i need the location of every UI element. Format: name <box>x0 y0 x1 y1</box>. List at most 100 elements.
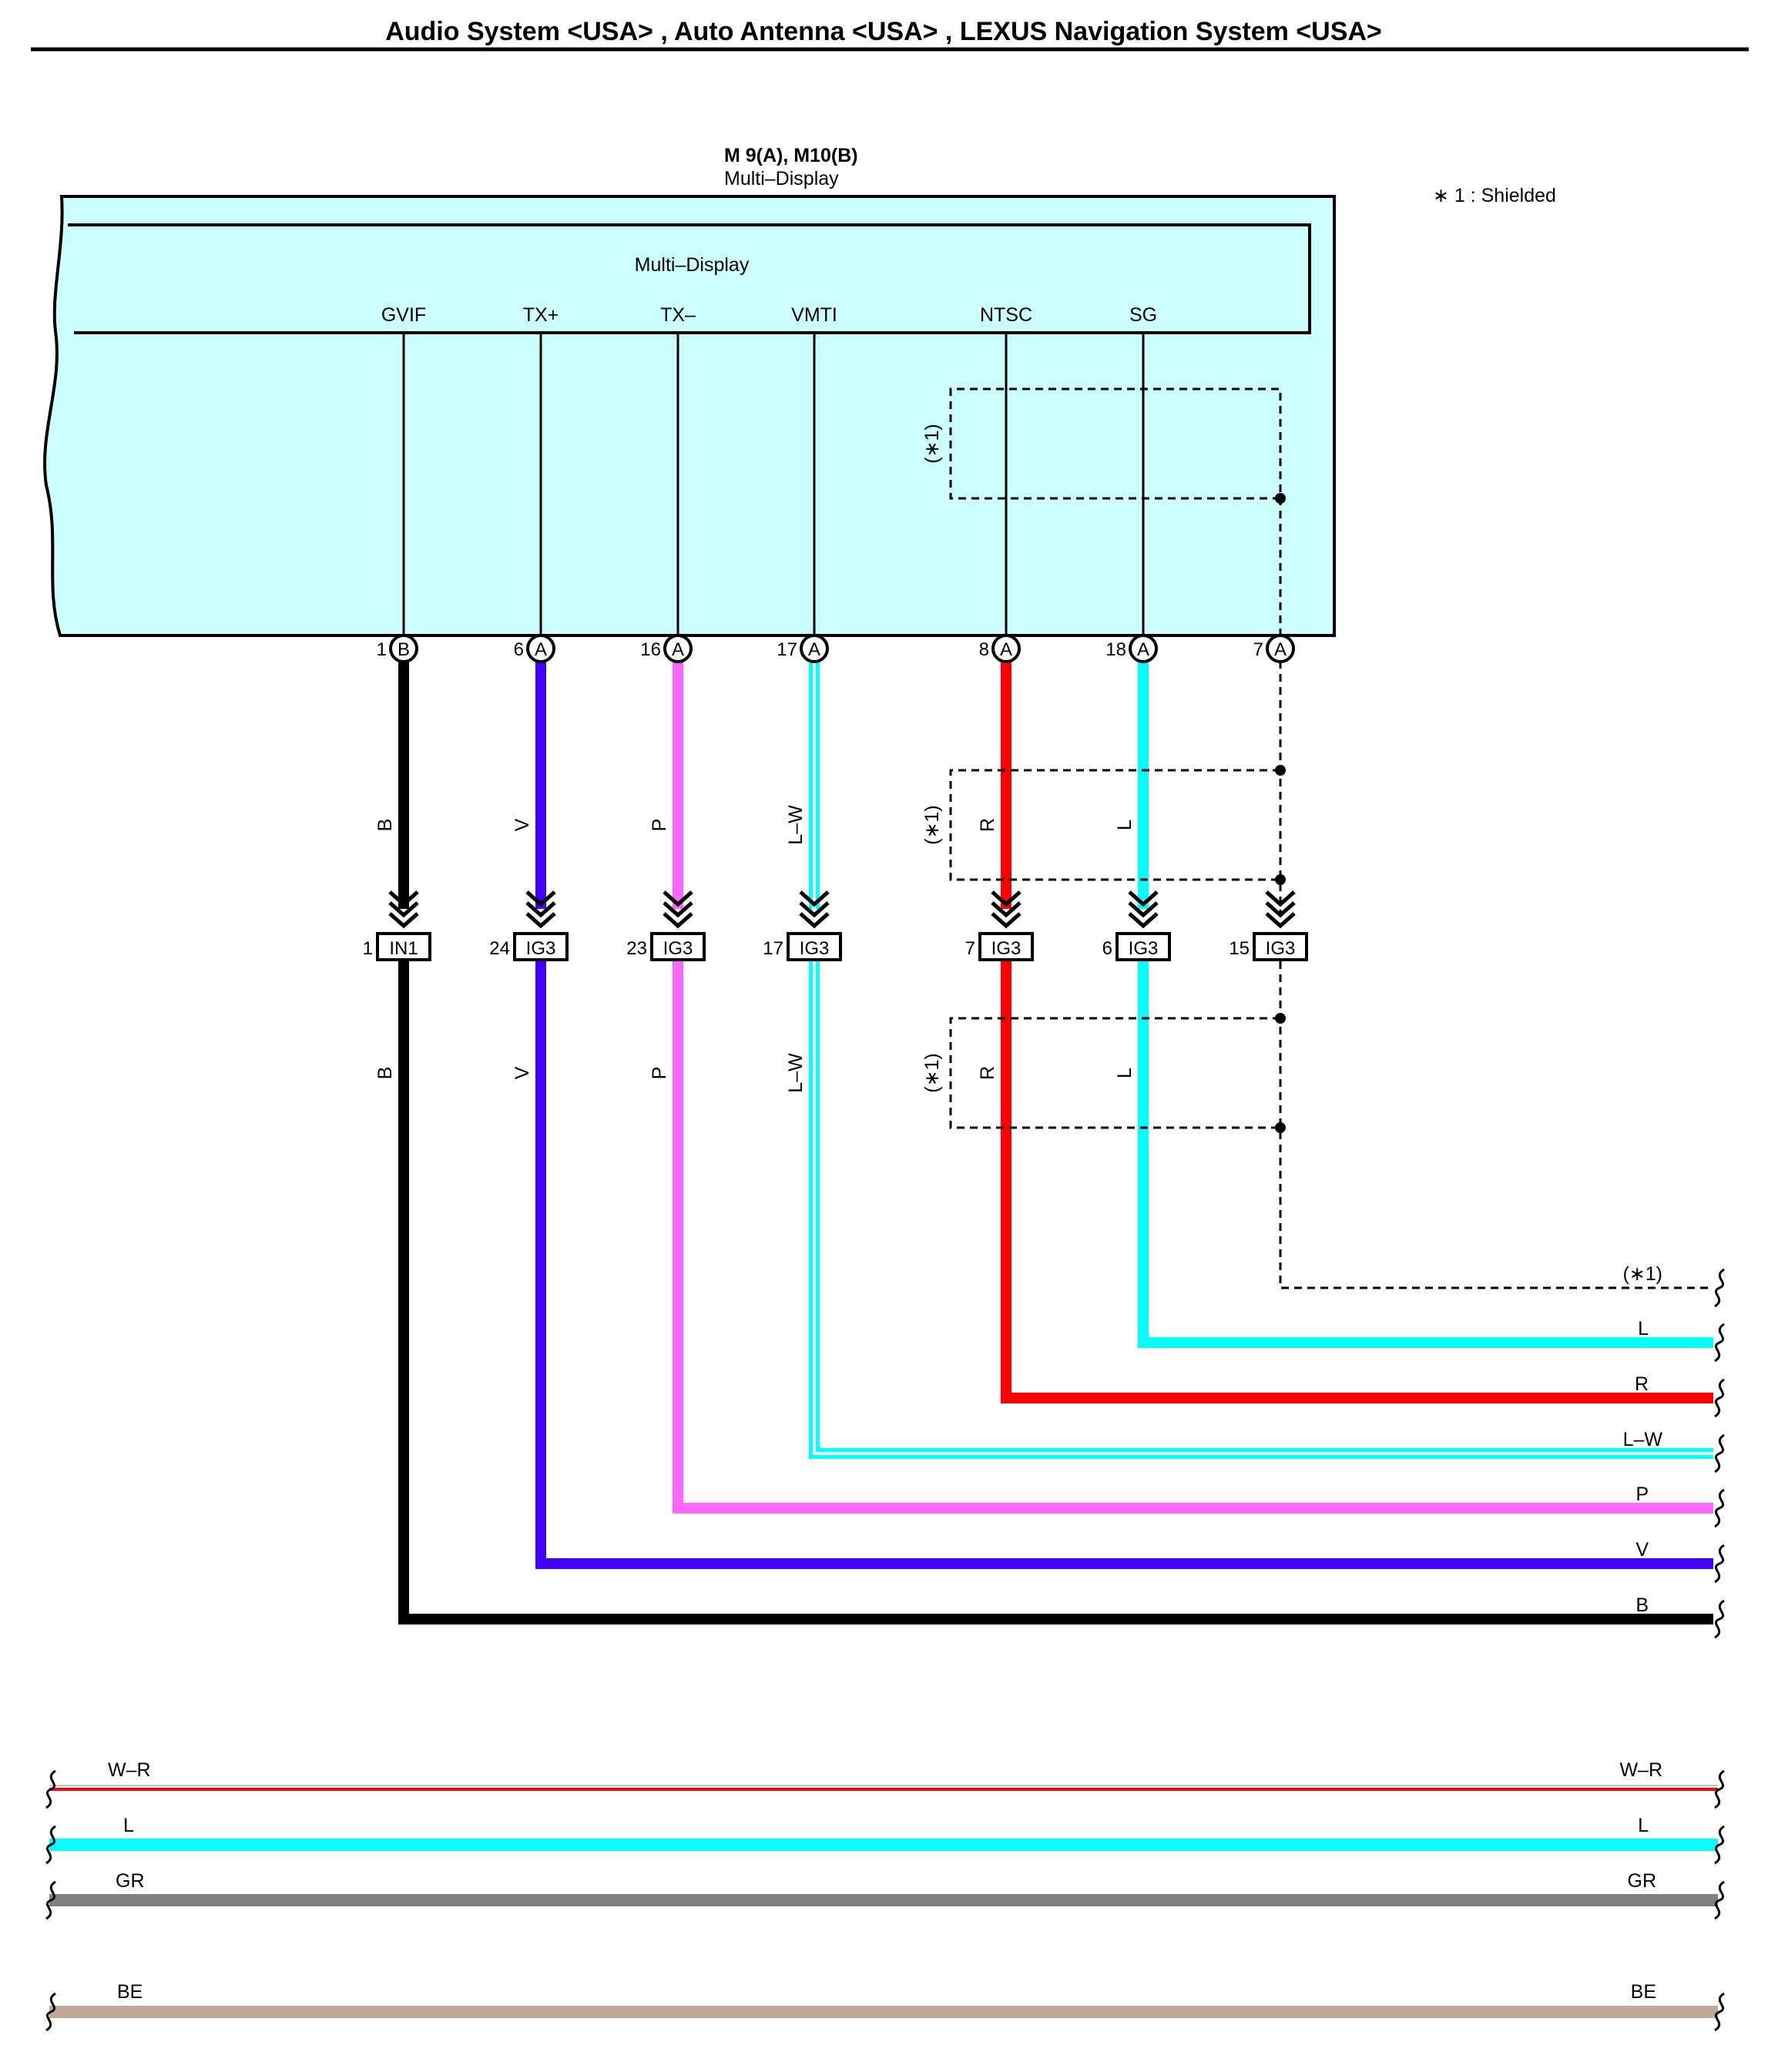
bottom-label-gr-left: GR <box>116 1870 145 1892</box>
bottom-break-right-3 <box>1714 1992 1725 2032</box>
component-name: Multi–Display <box>724 168 839 189</box>
right-break-6 <box>1714 1599 1725 1639</box>
bottom-label-wr-right: W–R <box>1619 1759 1662 1781</box>
junction-box-0 <box>376 932 431 961</box>
right-break-3 <box>1714 1433 1725 1474</box>
pin-number-5: 18 <box>1105 639 1126 660</box>
junction-box-6 <box>1253 932 1308 961</box>
junction-connector-1: IG3 <box>526 938 556 959</box>
terminal-tx-minus: TX– <box>660 304 696 326</box>
right-exit-labels: (∗1) L R L–W P V B <box>1622 1263 1662 1616</box>
wire-label-r-lower: R <box>977 1066 998 1080</box>
upper-wire-labels: B V P L–W R L <box>374 805 1136 845</box>
bottom-label-gr-right: GR <box>1628 1870 1657 1892</box>
internal-shield <box>949 387 1282 635</box>
upper-shield-dot-top <box>1275 765 1286 776</box>
lower-shield <box>949 961 1713 1289</box>
junction-number-4: 7 <box>965 938 975 959</box>
bottom-break-left-0 <box>45 1769 56 1809</box>
bottom-label-wr-left: W–R <box>108 1759 151 1781</box>
upper-shield <box>949 661 1282 924</box>
bottom-label-l-right: L <box>1638 1815 1649 1836</box>
junction-number-0: 1 <box>363 938 373 959</box>
terminal-sg: SG <box>1129 304 1157 326</box>
exit-label-p: P <box>1635 1484 1649 1505</box>
lower-shield-dot-bottom <box>1275 1122 1286 1133</box>
wire-l-lower <box>1138 961 1713 1348</box>
pin-number-2: 16 <box>640 639 661 660</box>
right-break-marks <box>1714 1268 1725 1639</box>
junction-connector-2: IG3 <box>663 938 693 959</box>
wire-label-b-upper: B <box>374 819 396 832</box>
wire-label-lw-lower: L–W <box>785 1053 807 1093</box>
multi-display-inner-label: Multi–Display <box>635 254 750 276</box>
pin-circle-1 <box>526 634 555 663</box>
shield-junction-dot <box>1275 493 1286 504</box>
shield-tag-internal: (∗1) <box>921 424 943 464</box>
wire-p-lower <box>673 961 1713 1514</box>
multi-display-inner-box <box>68 223 1311 334</box>
connector-arrow-5 <box>1128 890 1159 929</box>
pin-number-3: 17 <box>777 639 797 660</box>
pin-connector-5: A <box>1137 639 1149 660</box>
pin-number-1: 6 <box>514 639 524 660</box>
connector-arrow-6 <box>1265 890 1296 929</box>
shield-tag-lower: (∗1) <box>921 1053 943 1093</box>
bottom-label-be-right: BE <box>1631 1981 1656 2003</box>
pin-connector-3: A <box>808 639 820 660</box>
bottom-break-left-2 <box>45 1880 56 1920</box>
pin-circle-3 <box>800 634 829 663</box>
wire-label-p-lower: P <box>649 1067 670 1080</box>
wire-b-lower <box>398 961 1713 1624</box>
connector-arrow-4 <box>991 890 1022 929</box>
exit-label-l: L <box>1638 1318 1649 1339</box>
connector-arrow-1 <box>525 890 556 929</box>
pin-circle-6 <box>1266 634 1295 663</box>
bottom-break-marks <box>45 1769 1725 2032</box>
wire-label-l-upper: L <box>1114 820 1136 830</box>
junction-connector-4: IG3 <box>991 938 1022 959</box>
wire-label-b-lower: B <box>374 1067 396 1080</box>
exit-label-r: R <box>1635 1373 1649 1395</box>
bottom-break-right-2 <box>1714 1880 1725 1920</box>
junction-connector-3: IG3 <box>800 938 830 959</box>
wire-lw-lower-stripe <box>813 961 1713 1455</box>
junction-number-6: 15 <box>1229 938 1250 959</box>
wire-label-lw-upper: L–W <box>785 805 807 845</box>
connector-arrow-3 <box>799 890 830 929</box>
wire-label-v-upper: V <box>512 818 533 831</box>
wire-r-lower <box>1001 961 1713 1403</box>
bottom-label-be-left: BE <box>117 1981 143 2003</box>
pin-circle-2 <box>663 634 693 663</box>
exit-label-v: V <box>1635 1539 1649 1561</box>
pin-connector-2: A <box>672 639 684 660</box>
bottom-line-labels: W–R W–R L L GR GR BE BE <box>108 1759 1662 2003</box>
bottom-label-l-left: L <box>123 1815 134 1836</box>
pin-connector-4: A <box>1000 639 1012 660</box>
connector-arrow-0 <box>388 890 419 929</box>
bottom-break-left-3 <box>45 1992 56 2032</box>
wire-label-r-upper: R <box>977 818 998 832</box>
connector-arrow-2 <box>663 890 693 929</box>
terminal-vmti: VMTI <box>791 304 837 326</box>
internal-lines <box>402 333 1145 635</box>
right-break-5 <box>1714 1544 1725 1584</box>
exit-label-shield: (∗1) <box>1622 1263 1662 1285</box>
junction-connector-5: IG3 <box>1129 938 1159 959</box>
junction-box-2 <box>650 932 706 961</box>
pin-number-6: 7 <box>1253 639 1263 660</box>
junction-box-1 <box>513 932 569 961</box>
pin-number-0: 1 <box>377 639 387 660</box>
junction-number-5: 6 <box>1102 938 1112 959</box>
shield-tag-upper: (∗1) <box>921 805 943 845</box>
terminal-tx-plus: TX+ <box>523 304 559 326</box>
right-break-2 <box>1714 1378 1725 1418</box>
shielded-legend: ∗ 1 : Shielded <box>1433 185 1556 206</box>
junction-connector-6: IG3 <box>1266 938 1296 959</box>
pin-circle-0 <box>389 634 418 663</box>
connector-arrows <box>388 890 1296 929</box>
bottom-break-right-0 <box>1714 1769 1725 1809</box>
